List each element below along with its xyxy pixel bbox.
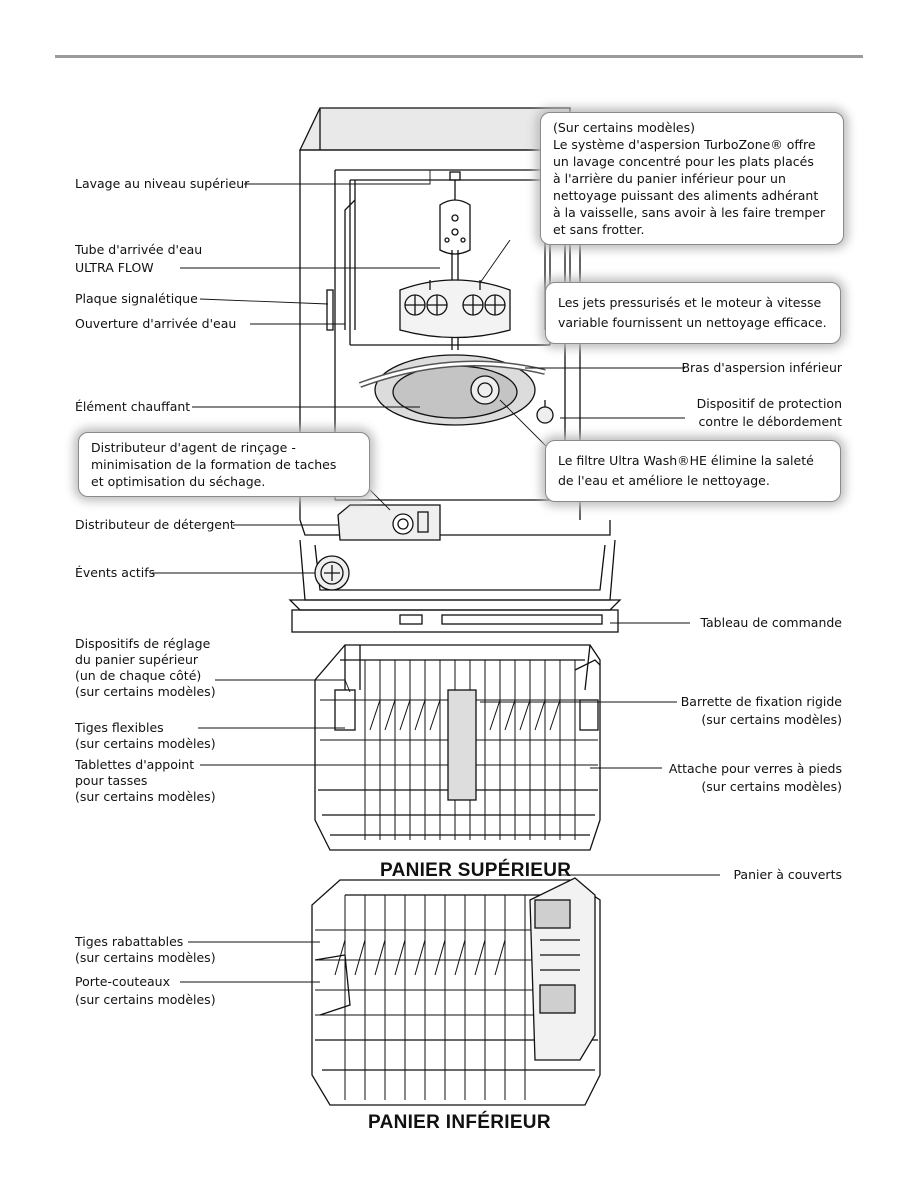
label-lower-spray-arm: Bras d'aspersion inférieur <box>681 360 842 375</box>
callout-rinse-aid-line: minimisation de la formation de taches <box>91 457 337 472</box>
label-water-inlet: Ouverture d'arrivée d'eau <box>75 316 237 331</box>
callout-filter-line: de l'eau et améliore le nettoyage. <box>558 473 770 488</box>
callout-turbozone-line: et sans frotter. <box>553 222 645 237</box>
callout-filter-line: Le filtre Ultra Wash®HE élimine la salet… <box>558 453 814 468</box>
callout-rinse-aid: Distributeur d'agent de rinçage - minimi… <box>78 432 370 497</box>
dishwasher-door <box>288 519 622 633</box>
callout-turbozone: (Sur certains modèles) Le système d'aspe… <box>540 112 844 245</box>
callout-jets-line: Les jets pressurisés et le moteur à vite… <box>558 295 822 310</box>
turbozone-spray <box>399 279 511 339</box>
label-detergent-dispenser: Distributeur de détergent <box>75 517 235 532</box>
header-rule <box>55 55 863 58</box>
label-silverware-basket: Panier à couverts <box>733 867 842 882</box>
label-overfill-line2: contre le débordement <box>698 414 842 429</box>
upper-rack-art <box>314 644 601 851</box>
label-water-tube-line2: ULTRA FLOW <box>75 260 154 275</box>
label-active-vents: Évents actifs <box>75 565 156 580</box>
label-overfill-line1: Dispositif de protection <box>696 396 842 411</box>
label-control-panel: Tableau de commande <box>700 615 842 630</box>
label-rigid-clip-line2: (sur certains modèles) <box>701 712 842 727</box>
label-flexible-tines-line2: (sur certains modèles) <box>75 736 216 751</box>
detergent-dispenser-art <box>337 504 441 541</box>
callout-jets: Les jets pressurisés et le moteur à vite… <box>545 282 841 344</box>
label-cup-shelves-line3: (sur certains modèles) <box>75 789 216 804</box>
callout-turbozone-line: nettoyage puissant des aliments adhérant <box>553 188 819 203</box>
label-stemware-line1: Attache pour verres à pieds <box>668 761 842 776</box>
label-knife-holder-line2: (sur certains modèles) <box>75 992 216 1007</box>
label-knife-holder-line1: Porte-couteaux <box>75 974 170 989</box>
label-rigid-clip-line1: Barrette de fixation rigide <box>680 694 842 709</box>
lower-rack-art <box>311 877 601 1106</box>
callout-turbozone-line: un lavage concentré pour les plats placé… <box>553 154 814 169</box>
title-upper-rack: PANIER SUPÉRIEUR <box>380 860 572 881</box>
label-rack-adjusters-line4: (sur certains modèles) <box>75 684 216 699</box>
label-rack-adjusters-line2: du panier supérieur <box>75 652 199 667</box>
label-rack-adjusters-line1: Dispositifs de réglage <box>75 636 211 651</box>
label-upper-wash: Lavage au niveau supérieur <box>75 176 250 191</box>
label-cup-shelves-line2: pour tasses <box>75 773 148 788</box>
label-nameplate: Plaque signalétique <box>75 291 198 306</box>
label-flexible-tines-line1: Tiges flexibles <box>75 720 164 735</box>
label-stemware-line2: (sur certains modèles) <box>701 779 842 794</box>
callout-turbozone-line: Le système d'aspersion TurboZone® offre <box>553 137 816 152</box>
label-water-tube-line1: Tube d'arrivée d'eau <box>75 242 203 257</box>
label-heating-element: Élément chauffant <box>75 399 191 414</box>
label-fold-tines-line1: Tiges rabattables <box>75 934 184 949</box>
callout-rinse-aid-line: et optimisation du séchage. <box>91 474 266 489</box>
label-rack-adjusters-line3: (un de chaque côté) <box>75 668 202 683</box>
callout-rinse-aid-line: Distributeur d'agent de rinçage - <box>91 440 296 455</box>
callout-jets-line: variable fournissent un nettoyage effica… <box>558 315 827 330</box>
label-cup-shelves-line1: Tablettes d'appoint <box>75 757 195 772</box>
label-fold-tines-line2: (sur certains modèles) <box>75 950 216 965</box>
callout-turbozone-line: à la vaisselle, sans avoir à les faire t… <box>553 205 826 220</box>
callout-turbozone-line: (Sur certains modèles) <box>553 120 695 135</box>
callout-turbozone-line: à l'arrière du panier inférieur pour un <box>553 171 786 186</box>
basin <box>358 354 554 426</box>
callout-filter: Le filtre Ultra Wash®HE élimine la salet… <box>545 440 841 502</box>
title-lower-rack: PANIER INFÉRIEUR <box>368 1112 551 1133</box>
leader-lines <box>152 170 720 983</box>
